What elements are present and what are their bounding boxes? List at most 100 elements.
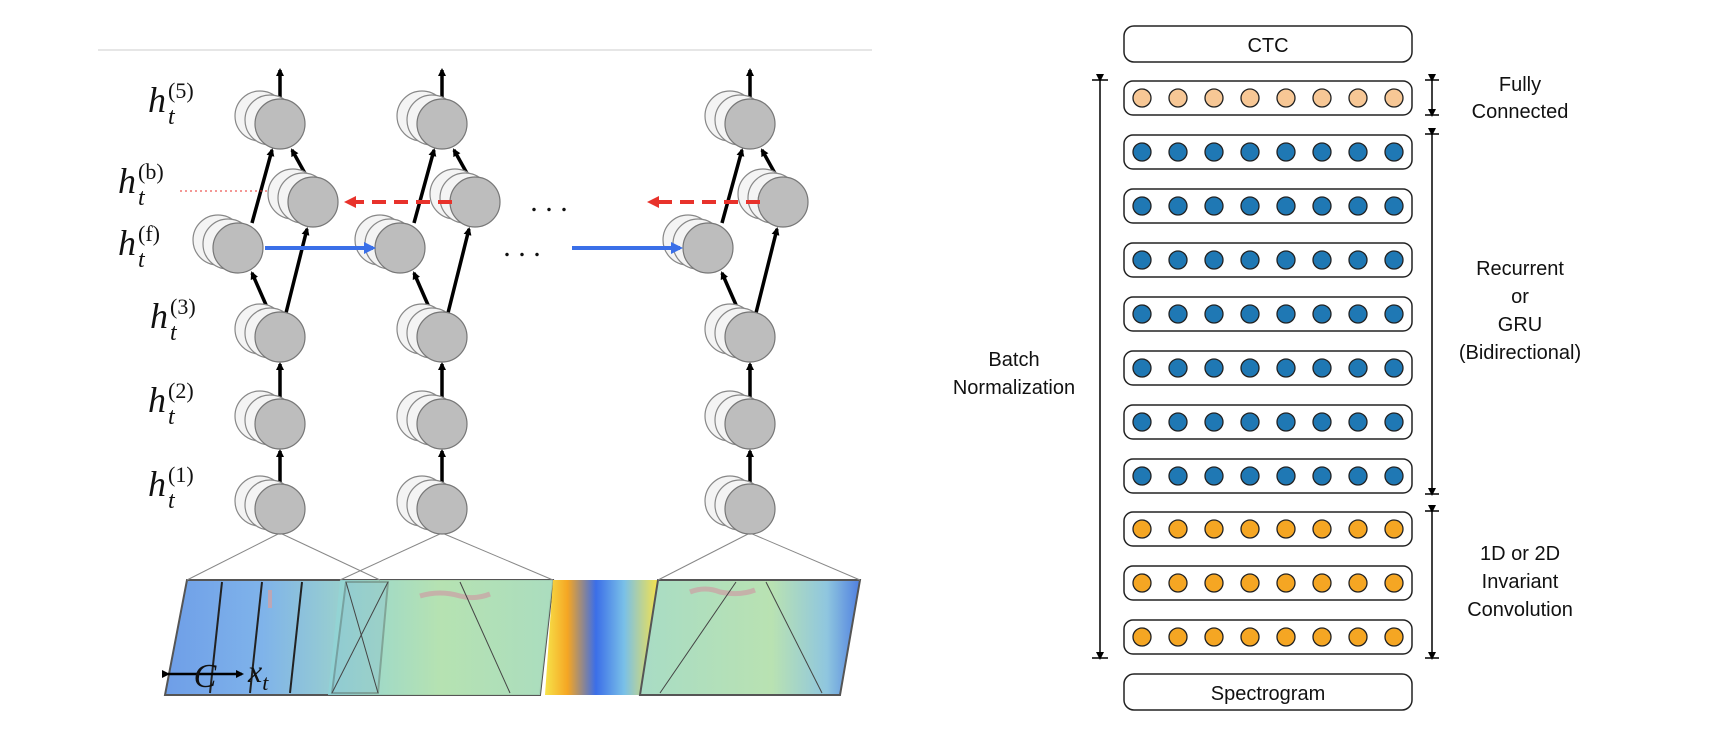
layer-node xyxy=(1312,196,1332,216)
layer-node xyxy=(1348,142,1368,162)
layer-row-recurrent xyxy=(1123,134,1413,170)
layer-node xyxy=(1240,88,1260,108)
layer-row-recurrent xyxy=(1123,404,1413,440)
layer-node xyxy=(1384,142,1404,162)
node-h1 xyxy=(234,475,306,535)
layer-node xyxy=(1276,196,1296,216)
node-h2 xyxy=(704,390,776,450)
layer-node xyxy=(1204,358,1224,378)
ctc-label: CTC xyxy=(1247,35,1288,57)
layer-node xyxy=(1312,304,1332,324)
conv-label-line-2: Invariant xyxy=(1482,571,1559,593)
layer-row-recurrent xyxy=(1123,350,1413,386)
layer-node xyxy=(1276,358,1296,378)
layer-node xyxy=(1168,304,1188,324)
layer-node xyxy=(1276,88,1296,108)
layer-node xyxy=(1276,573,1296,593)
layer-node xyxy=(1132,88,1152,108)
layer-node xyxy=(1384,573,1404,593)
layer-node xyxy=(1168,519,1188,539)
layer-node xyxy=(1240,519,1260,539)
input-label: xt xyxy=(247,653,269,695)
layer-row-recurrent xyxy=(1123,458,1413,494)
rnn-label-line-3: GRU xyxy=(1498,314,1542,336)
layer-label: h(f)t xyxy=(118,221,160,273)
node-h5 xyxy=(704,90,776,150)
conv-label-line-1: 1D or 2D xyxy=(1480,543,1560,565)
layer-node xyxy=(1168,88,1188,108)
layer-node xyxy=(1132,304,1152,324)
layer-node xyxy=(1348,196,1368,216)
node-h5 xyxy=(234,90,306,150)
layer-node xyxy=(1276,142,1296,162)
layer-node xyxy=(1204,88,1224,108)
layer-node xyxy=(1132,573,1152,593)
layer-node xyxy=(1276,250,1296,270)
layer-node xyxy=(1348,627,1368,647)
node-h2 xyxy=(396,390,468,450)
layer-node xyxy=(1168,196,1188,216)
context-label: C xyxy=(194,658,217,695)
layer-node xyxy=(1384,358,1404,378)
batch-norm-label-line-1: Batch xyxy=(988,349,1039,371)
layer-node xyxy=(1240,466,1260,486)
layer-node xyxy=(1312,88,1332,108)
context-width-annotation: C xt xyxy=(162,653,269,695)
layer-node xyxy=(1348,466,1368,486)
layer-node xyxy=(1312,250,1332,270)
layer-node xyxy=(1240,196,1260,216)
layer-label: h(1)t xyxy=(148,462,194,514)
layer-row-fully-connected xyxy=(1123,80,1413,116)
recurrent-arrows xyxy=(265,196,760,254)
layer-row-recurrent xyxy=(1123,188,1413,224)
layer-row-convolution xyxy=(1123,511,1413,547)
layer-node xyxy=(1240,358,1260,378)
layer-node xyxy=(1132,466,1152,486)
conv-bracket xyxy=(1425,505,1439,660)
node-columns xyxy=(192,68,809,535)
node-h1 xyxy=(396,475,468,535)
layer-node xyxy=(1312,412,1332,432)
layer-node xyxy=(1240,573,1260,593)
layer-node xyxy=(1348,519,1368,539)
layer-node xyxy=(1384,196,1404,216)
layer-node xyxy=(1240,250,1260,270)
spectrogram-box: Spectrogram xyxy=(1123,673,1413,711)
batch-norm-label-line-2: Normalization xyxy=(953,377,1075,399)
layer-node xyxy=(1132,412,1152,432)
layer-node xyxy=(1204,412,1224,432)
layer-node xyxy=(1384,88,1404,108)
fc-bracket xyxy=(1425,74,1439,117)
layer-node xyxy=(1384,519,1404,539)
node-h2 xyxy=(234,390,306,450)
node-backward xyxy=(737,168,809,228)
receptive-field-lines xyxy=(186,532,861,581)
layer-node xyxy=(1132,250,1152,270)
layer-node xyxy=(1132,627,1152,647)
node-forward xyxy=(354,214,426,274)
ellipsis-upper: . . . xyxy=(530,185,568,218)
layer-row-convolution xyxy=(1123,619,1413,655)
conv-label-line-3: Convolution xyxy=(1467,599,1573,621)
layer-node xyxy=(1384,304,1404,324)
layer-node xyxy=(1168,627,1188,647)
layer-node xyxy=(1132,142,1152,162)
layer-node xyxy=(1312,627,1332,647)
layer-node xyxy=(1132,519,1152,539)
layer-node xyxy=(1240,304,1260,324)
layer-node xyxy=(1204,250,1224,270)
layer-node xyxy=(1168,412,1188,432)
layer-node xyxy=(1348,304,1368,324)
layer-node xyxy=(1348,250,1368,270)
layer-label: h(5)t xyxy=(148,78,194,130)
node-h5 xyxy=(396,90,468,150)
layer-node xyxy=(1384,627,1404,647)
layer-node xyxy=(1276,466,1296,486)
node-h3 xyxy=(396,303,468,363)
layer-node xyxy=(1132,358,1152,378)
network-layer-stack: CTC Spectrogram Batch Normalization Full… xyxy=(953,25,1581,711)
layer-row-convolution xyxy=(1123,565,1413,601)
layer-node xyxy=(1168,250,1188,270)
layer-node xyxy=(1240,412,1260,432)
